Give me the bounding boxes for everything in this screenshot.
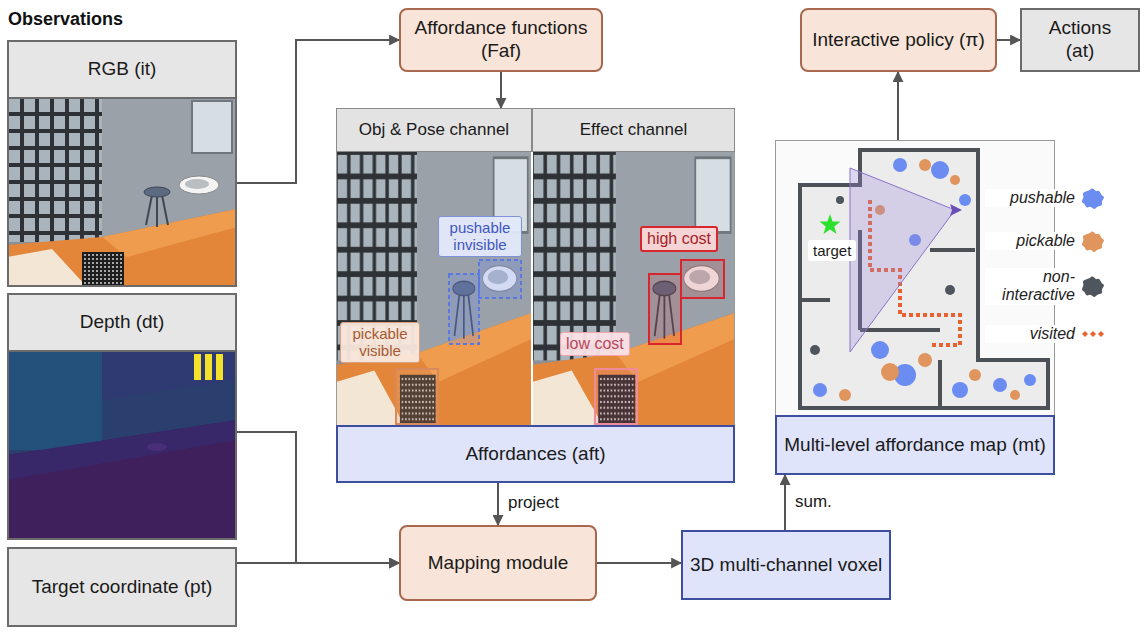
data-box: 3D multi-channel voxel (681, 530, 891, 600)
affordance-panel: Affordances (aft) (336, 108, 735, 483)
panel-header: Depth (dt) (9, 295, 235, 352)
panel-label-strip: Affordances (aft) (336, 425, 735, 483)
legend-swatch (1079, 229, 1107, 253)
section-heading: Observations (8, 9, 123, 30)
node-label: 3D multi-channel voxel (690, 554, 882, 577)
connector-arrow (997, 39, 1020, 41)
legend-label: visited (985, 325, 1075, 343)
connector-arrow (497, 483, 499, 525)
connector-arrow (897, 72, 899, 140)
legend-row: pickable (985, 229, 1107, 253)
channel-header: Effect channel (532, 108, 735, 152)
node-label: Depth (dt) (80, 311, 164, 334)
legend-label: non-interactive (985, 268, 1075, 305)
affordance-images (336, 152, 735, 425)
legend-row: non-interactive (985, 268, 1107, 305)
node-label: Affordances (aft) (465, 443, 605, 466)
observation-panel: RGB (it) (7, 40, 237, 287)
node-label: Interactive policy (π) (812, 29, 985, 52)
node-label: Actions (at) (1040, 17, 1120, 63)
observation-panel: Depth (dt) (7, 293, 237, 540)
connector-arrow (500, 72, 502, 108)
cost-tag: high cost (640, 226, 718, 252)
connector-arrow (597, 562, 681, 564)
module-box: Affordance functions (Faf) (399, 8, 603, 72)
edge-label: project (506, 493, 561, 513)
node-label: RGB (it) (88, 58, 157, 81)
legend-label: pickable (985, 232, 1075, 250)
legend-row: visited (985, 322, 1107, 346)
connector-arrow (237, 562, 399, 564)
connector-arrow (784, 475, 786, 530)
module-box: Mapping module (399, 525, 597, 601)
node-label: Multi-level affordance map (mt) (784, 434, 1046, 457)
legend-row: pushable (985, 186, 1107, 210)
module-box: Interactive policy (π) (800, 8, 997, 72)
legend-label: pushable (985, 189, 1075, 207)
node-label: Target coordinate (pt) (32, 576, 213, 599)
input-box: Target coordinate (pt) (7, 547, 237, 627)
rgb-image (7, 97, 237, 287)
legend-swatch (1079, 274, 1107, 298)
output-box: Actions (at) (1020, 8, 1140, 72)
panel-header: RGB (it) (9, 42, 235, 99)
depth-image (7, 350, 237, 540)
edge-label: sum. (793, 492, 834, 512)
legend-swatch (1079, 186, 1107, 210)
node-label: Mapping module (428, 552, 568, 575)
node-label: Affordance functions (Faf) (408, 17, 594, 63)
legend-swatch (1079, 322, 1107, 346)
panel-label-strip: Multi-level affordance map (mt) (775, 415, 1055, 475)
affordance-tag: pickable visible (340, 322, 420, 363)
map-marker-label: target (808, 240, 856, 261)
cost-tag: low cost (560, 332, 630, 356)
affordance-tag: pushable invisible (438, 216, 522, 257)
channel-header: Obj & Pose channel (336, 108, 532, 152)
